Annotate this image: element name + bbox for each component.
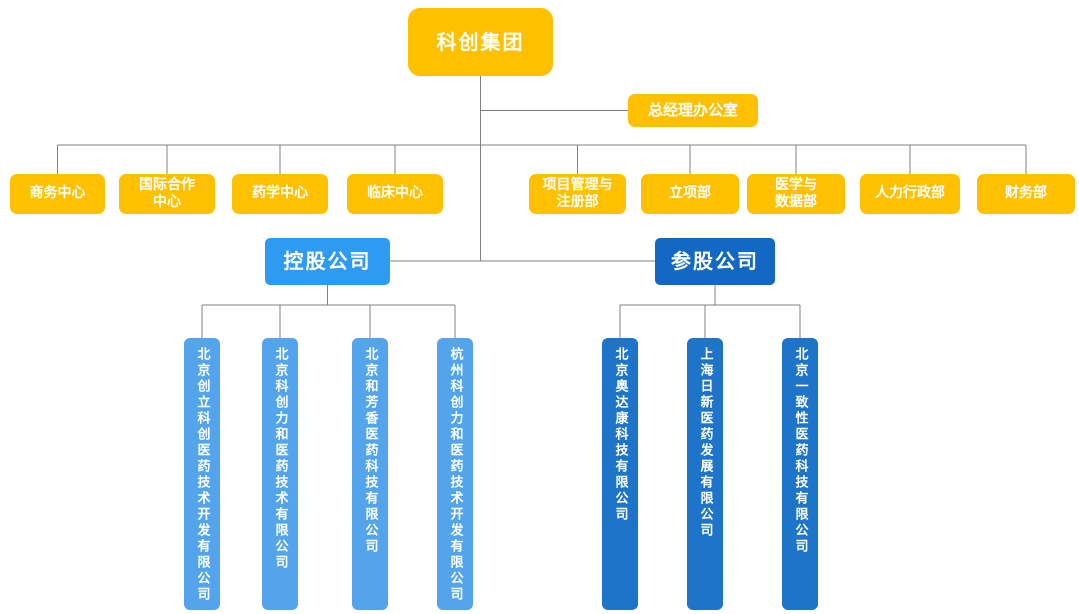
org-node-dept-hr-admin: 人力行政部 (860, 174, 960, 214)
org-node-dept-medical-data: 医学与 数据部 (747, 174, 845, 214)
org-node-root: 科创集团 (408, 8, 553, 76)
org-node-dept-project-registration: 项目管理与 注册部 (529, 174, 626, 214)
company-name: 北京和芳香医药科技有限公司 (362, 347, 378, 555)
org-node-dept-finance: 财务部 (977, 174, 1075, 214)
company-name: 北京科创力和医药技术有限公司 (272, 347, 288, 571)
org-node-holding-company-3: 北京和芳香医药科技有限公司 (352, 338, 388, 610)
org-node-dept-business-center: 商务中心 (10, 174, 105, 214)
org-node-holding-company-4: 杭州科创力和医药技术开发有限公司 (437, 338, 473, 610)
org-node-participating-company-3: 北京一致性医药科技有限公司 (782, 338, 818, 610)
org-node-holding-company-2: 北京科创力和医药技术有限公司 (262, 338, 298, 610)
company-name: 杭州科创力和医药技术开发有限公司 (447, 347, 463, 603)
company-name: 北京一致性医药科技有限公司 (792, 347, 808, 555)
org-node-participating-companies-header: 参股公司 (655, 238, 775, 285)
org-node-dept-intl-cooperation-center: 国际合作 中心 (119, 174, 215, 214)
company-name: 北京奥达康科技有限公司 (612, 347, 628, 523)
org-node-participating-company-1: 北京奥达康科技有限公司 (602, 338, 638, 610)
company-name: 北京创立科创医药技术开发有限公司 (194, 347, 210, 603)
org-node-participating-company-2: 上海日新医药发展有限公司 (687, 338, 723, 610)
org-node-dept-project-approval: 立项部 (641, 174, 739, 214)
org-node-holding-companies-header: 控股公司 (265, 238, 390, 285)
company-name: 上海日新医药发展有限公司 (697, 347, 713, 539)
org-node-dept-pharmacy-center: 药学中心 (232, 174, 328, 214)
org-node-holding-company-1: 北京创立科创医药技术开发有限公司 (184, 338, 220, 610)
org-node-gm-office: 总经理办公室 (628, 94, 758, 127)
org-node-dept-clinical-center: 临床中心 (347, 174, 443, 214)
